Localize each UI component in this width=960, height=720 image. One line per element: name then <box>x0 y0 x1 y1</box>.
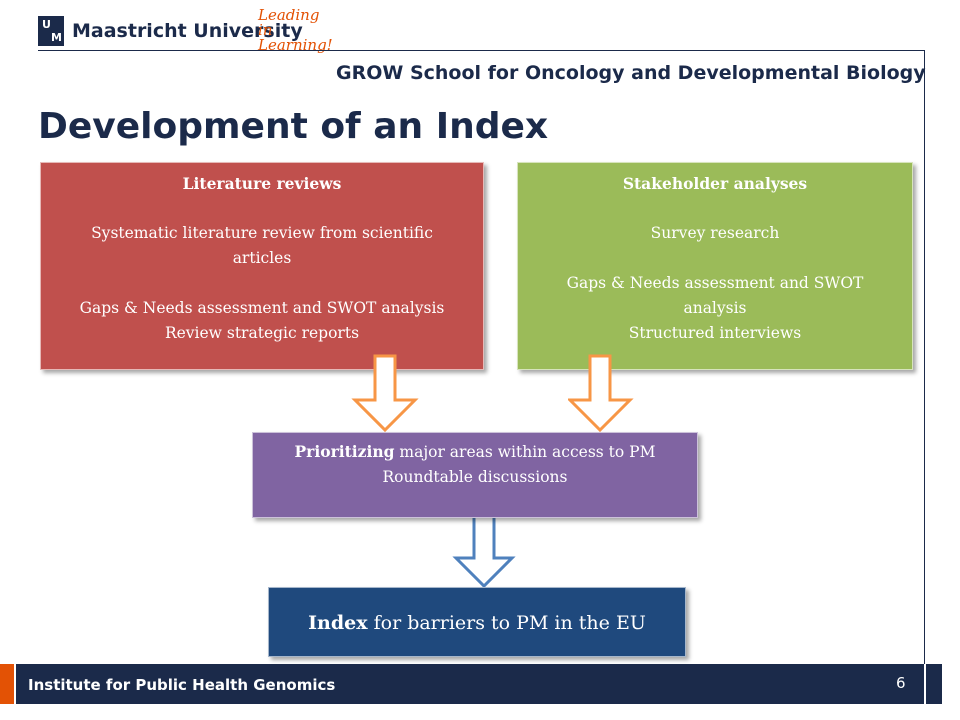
index-rest: for barriers to PM in the EU <box>367 612 646 634</box>
index-box: Index for barriers to PM in the EU <box>268 587 686 657</box>
footer-accent <box>0 664 14 704</box>
university-name: Maastricht University <box>72 20 303 42</box>
stakeholder-heading: Stakeholder analyses <box>622 174 808 193</box>
slide-title: Development of an Index <box>38 106 549 147</box>
stakeholder-analyses-box: Stakeholder analyses Survey research Gap… <box>517 162 913 370</box>
stakeholder-line2: Gaps & Needs assessment and SWOT <box>566 274 864 292</box>
prioritizing-line1: Prioritizing major areas within access t… <box>253 439 697 465</box>
header-divider <box>38 50 924 51</box>
prioritizing-line2: Roundtable discussions <box>382 468 568 486</box>
footer-institute: Institute for Public Health Genomics <box>28 676 336 694</box>
tagline-line1: Leading <box>258 6 320 24</box>
stakeholder-line1: Survey research <box>650 224 780 242</box>
index-bold: Index <box>308 612 368 634</box>
footer-band <box>16 664 942 704</box>
literature-line3: Gaps & Needs assessment and SWOT analysi… <box>79 299 445 317</box>
literature-line4: Review strategic reports <box>164 324 360 342</box>
prioritizing-rest: major areas within access to PM <box>394 443 656 461</box>
literature-heading: Literature reviews <box>182 174 342 193</box>
down-arrow-center-icon <box>452 514 516 589</box>
footer-separator <box>924 664 926 704</box>
down-arrow-left-icon <box>351 354 419 433</box>
logo-letter-u: U <box>42 18 51 31</box>
literature-reviews-box: Literature reviews Systematic literature… <box>40 162 484 370</box>
stakeholder-line3: analysis <box>683 299 747 317</box>
right-border <box>924 50 925 704</box>
page-number: 6 <box>896 674 906 692</box>
prioritizing-box: Prioritizing major areas within access t… <box>252 432 698 518</box>
stakeholder-line4: Structured interviews <box>628 324 802 342</box>
literature-line2: articles <box>232 249 292 267</box>
literature-line1: Systematic literature review from scient… <box>91 224 433 242</box>
school-name: GROW School for Oncology and Development… <box>336 62 926 84</box>
tagline: Leading in Learning! <box>258 8 348 53</box>
prioritizing-bold: Prioritizing <box>294 442 395 461</box>
logo-letter-m: M <box>51 31 62 44</box>
tagline-line2: in Learning! <box>258 21 333 54</box>
down-arrow-right-icon <box>568 354 634 433</box>
university-logo-icon: U M <box>38 16 64 46</box>
